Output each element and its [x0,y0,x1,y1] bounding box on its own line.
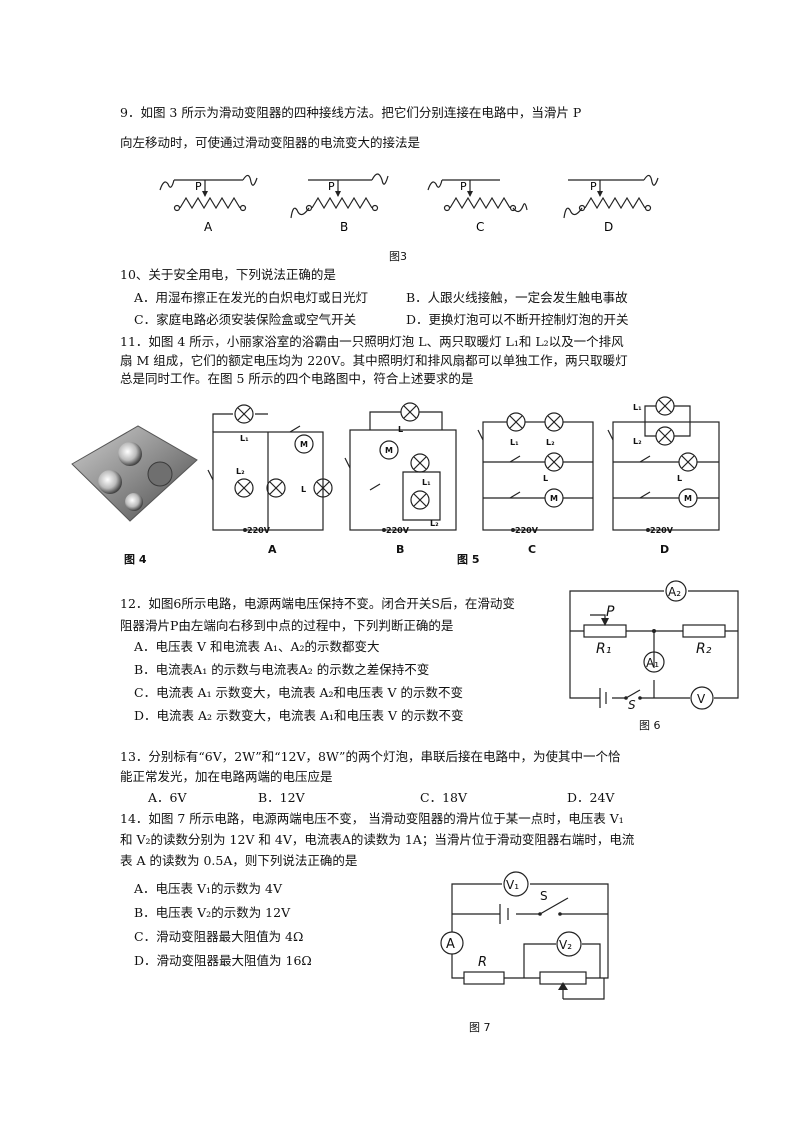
fig3-slider-d: P [590,180,597,193]
fig7-resistor-r: R [478,955,487,970]
q10-option-c: C．家庭电路必须安装保险盒或空气开关 [134,312,357,327]
circuit-a-voltage: 220V [247,526,271,535]
q12-option-b: B．电流表A₁ 的示数与电流表A₂ 的示数之差保持不变 [134,662,430,677]
q14-line-3: 表 A 的读数为 0.5A，则下列说法正确的是 [120,853,358,868]
q14-option-a: A．电压表 V₁的示数为 4V [134,881,282,896]
figure-4-bath-heater-photo [71,425,198,522]
circuit-a-l: L [301,485,306,494]
figure-3-rheostat-wirings: P P P P A B C D [159,173,659,234]
circuit-a-l2: L₂ [236,467,245,476]
q11-line-3: 总是同时工作。在图 5 所示的四个电路图中，符合上述要求的是 [120,371,474,386]
circuit-b-voltage: 220V [386,526,410,535]
figure-7-circuit: V₁ V₂ A S R [440,871,609,1000]
q14-line-1: 14．如图 7 所示电路，电源两端电压不变， 当滑动变阻器的滑片位于某一点时，电… [120,811,624,826]
circuit-c-l: L [543,474,548,483]
circuit-c-m: M [550,494,558,503]
q12-line-2: 阻器滑片P由左端向右移到中点的过程中，下列判断正确的是 [120,618,454,633]
q11-line-2: 扇 M 组成，它们的额定电压均为 220V。其中照明灯和排风扇都可以单独工作，两… [120,353,628,368]
q12-option-d: D．电流表 A₂ 示数变大，电流表 A₁和电压表 V 的示数不变 [134,708,464,723]
circuit-d-l: L [677,474,682,483]
circuit-c-voltage: 220V [515,526,539,535]
fig3-label-c: C [476,220,484,234]
q14-line-2: 和 V₂的读数分别为 12V 和 4V，电流表A的读数为 1A；当滑片位于滑动变… [120,832,635,847]
fig3-label-d: D [604,220,613,234]
fig6-voltmeter-v: V [697,692,706,706]
circuit-label-d: D [660,543,669,556]
circuit-label-a: A [268,543,277,556]
q9-line-2: 向左移动时，可使通过滑动变阻器的电流变大的接法是 [120,135,421,150]
circuit-label-b: B [396,543,404,556]
fig3-slider-c: P [460,180,467,193]
circuit-c-l1: L₁ [510,438,519,447]
circuit-c-l2: L₂ [546,438,555,447]
figure-7-caption: 图 7 [469,1021,491,1034]
circuit-d-l2: L₂ [633,437,642,446]
fig3-slider-b: P [328,180,335,193]
q10-stem: 10、关于安全用电，下列说法正确的是 [120,267,336,282]
fig7-voltmeter-v2: V₂ [559,938,572,952]
fig3-label-b: B [340,220,348,234]
circuit-a-l1: L₁ [240,434,249,443]
circuit-d-m: M [684,494,692,503]
q13-option-c: C．18V [420,790,467,805]
q13-line-2: 能正常发光，加在电路两端的电压应是 [120,769,333,784]
circuit-b-l: L [398,425,403,434]
q12-line-1: 12．如图6所示电路，电源两端电压保持不变。闭合开关S后，在滑动变 [120,596,515,611]
figure-3-caption: 图3 [389,250,407,263]
q10-option-b: B．人跟火线接触，一定会发生触电事故 [406,290,628,305]
circuit-d-l1: L₁ [633,403,642,412]
q12-option-a: A．电压表 V 和电流表 A₁、A₂的示数都变大 [134,639,380,654]
circuit-label-c: C [528,543,536,556]
q13-option-b: B．12V [258,790,305,805]
circuit-b-m: M [385,446,393,455]
fig3-label-a: A [204,220,213,234]
fig7-switch-s: S [540,889,548,903]
fig6-ammeter-a2: A₂ [668,585,681,599]
circuit-b-l2: L₂ [430,519,439,528]
figure-6-caption: 图 6 [639,719,661,732]
circuit-a-m: M [300,440,308,449]
fig3-slider-a: P [195,180,202,193]
q13-option-a: A．6V [148,790,187,805]
figure-6-circuit: A₂ A₁ V P R₁ R₂ S [569,580,739,712]
q12-option-c: C．电流表 A₁ 示数变大，电流表 A₂和电压表 V 的示数不变 [134,685,464,700]
circuit-d-voltage: 220V [650,526,674,535]
q9-line-1: 9．如图 3 所示为滑动变阻器的四种接线方法。把它们分别连接在电路中，当滑片 P [120,105,582,120]
fig6-switch-s: S [628,698,636,712]
q13-option-d: D．24V [567,790,615,805]
q14-option-b: B．电压表 V₂的示数为 12V [134,905,291,920]
fig6-ammeter-a1: A₁ [646,656,659,670]
fig7-ammeter-a: A [446,937,455,952]
q14-option-d: D．滑动变阻器最大阻值为 16Ω [134,953,312,968]
figure-4-caption: 图 4 [124,553,147,566]
fig7-voltmeter-v1: V₁ [506,878,519,892]
fig6-resistor-r1: R₁ [596,641,611,657]
fig6-slider-p: P [606,604,615,620]
q13-line-1: 13．分别标有“6V，2W”和“12V，8W”的两个灯泡，串联后接在电路中，为使… [120,749,621,764]
circuit-b-l1: L₁ [422,478,431,487]
figure-5-caption: 图 5 [457,553,480,566]
q10-option-a: A．用湿布擦正在发光的白炽电灯或日光灯 [134,290,369,305]
fig6-resistor-r2: R₂ [696,641,712,657]
q14-option-c: C．滑动变阻器最大阻值为 4Ω [134,929,304,944]
q10-option-d: D．更换灯泡可以不断开控制灯泡的开关 [406,312,629,327]
figure-5-circuits: L₁ L₂ M L L M L₁ L₂ L₁ L₂ L M L₁ L₂ L M … [207,396,720,556]
q11-line-1: 11．如图 4 所示，小丽家浴室的浴霸由一只照明灯泡 L、两只取暖灯 L₁和 L… [120,334,624,349]
